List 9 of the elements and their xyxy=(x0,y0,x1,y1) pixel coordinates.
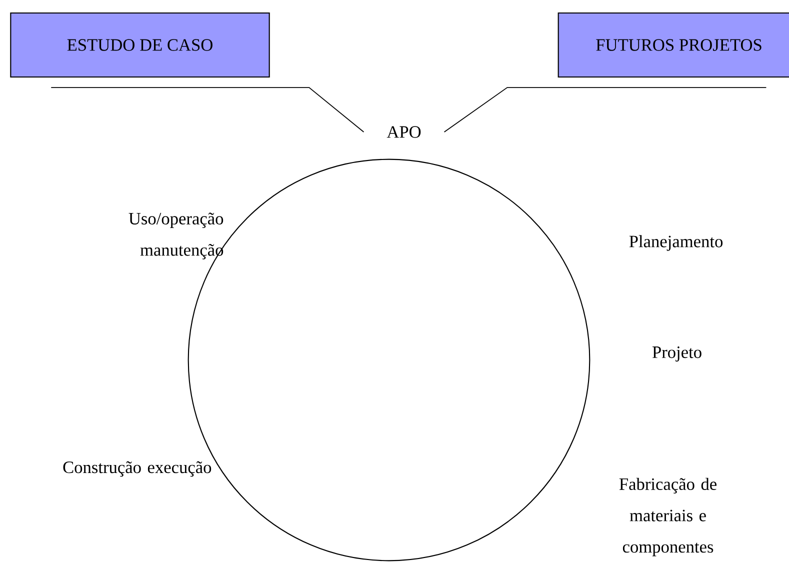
stage-label: Construção execução xyxy=(63,461,212,477)
stage-label: Fabricação de materiais e componentes xyxy=(619,478,716,556)
leader-line xyxy=(444,87,767,132)
node-label: APO xyxy=(386,126,421,138)
label-box: ESTUDO DE CASO xyxy=(10,12,270,78)
leader-line xyxy=(50,87,364,132)
stage-label: Planejamento xyxy=(629,235,723,251)
stage-label: Projeto xyxy=(652,346,702,362)
label-box: FUTUROS PROJETOS xyxy=(558,12,789,78)
